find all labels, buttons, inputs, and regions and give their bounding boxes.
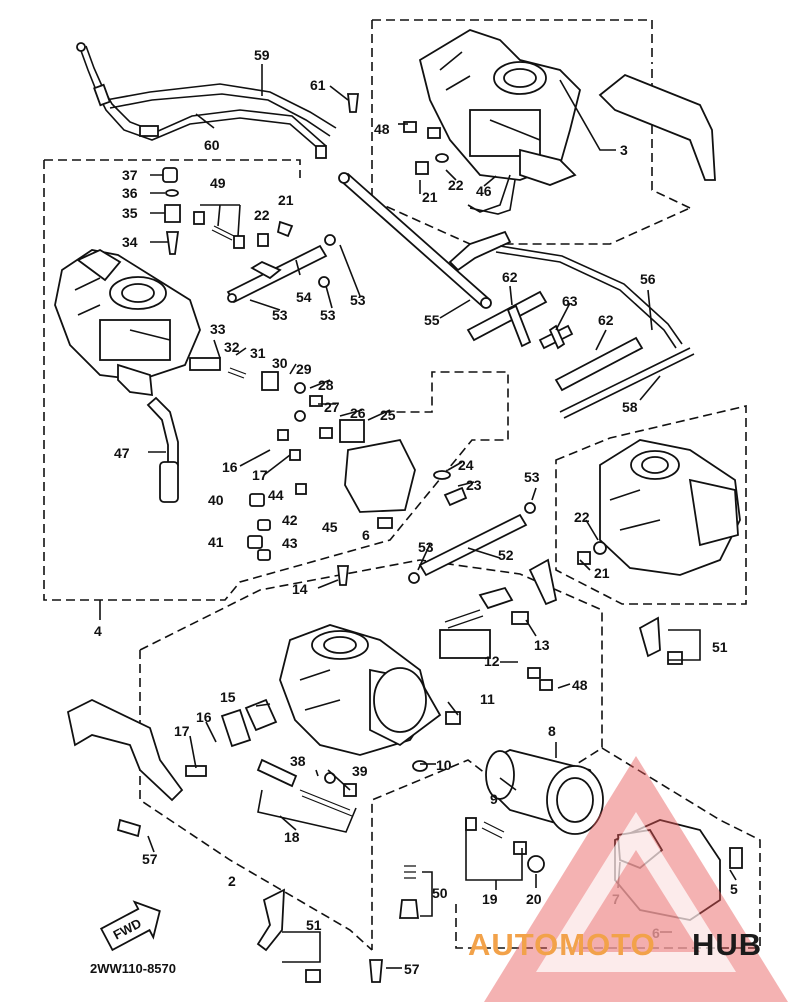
label-32: 32	[224, 339, 240, 355]
small-parts	[116, 93, 743, 983]
label-54: 54	[296, 289, 312, 305]
label-22-right: 22	[574, 509, 590, 525]
label-22-upper: 22	[448, 177, 464, 193]
label-53-a: 53	[350, 292, 366, 308]
bracket-lower-left	[66, 698, 184, 802]
label-55: 55	[424, 312, 440, 328]
bracket-3	[598, 73, 716, 181]
hose-47	[146, 396, 179, 466]
carburetor-lower-main	[279, 624, 442, 756]
watermark-text-dark: HUB	[692, 927, 762, 962]
label-46: 46	[476, 183, 492, 199]
carburetor-left	[54, 248, 201, 397]
label-45: 45	[322, 519, 338, 535]
label-9: 9	[490, 791, 498, 807]
label-28: 28	[318, 377, 334, 393]
label-24: 24	[458, 457, 474, 473]
label-17-left: 17	[252, 467, 268, 483]
label-40: 40	[208, 492, 224, 508]
label-51-right: 51	[712, 639, 728, 655]
label-51-lower: 51	[306, 917, 322, 933]
label-33: 33	[210, 321, 226, 337]
label-22-left: 22	[254, 207, 270, 223]
label-38: 38	[290, 753, 306, 769]
label-15: 15	[220, 689, 236, 705]
label-8: 8	[548, 723, 556, 739]
label-14: 14	[292, 581, 308, 597]
rods	[226, 172, 695, 577]
label-52: 52	[498, 547, 514, 563]
carburetor-lower-right	[599, 439, 741, 576]
label-41: 41	[208, 534, 224, 550]
watermark-text-color: AUTOMOTO	[468, 927, 656, 962]
label-56: 56	[640, 271, 656, 287]
label-53-d: 53	[524, 469, 540, 485]
label-39: 39	[352, 763, 368, 779]
label-43: 43	[282, 535, 298, 551]
label-16-lower: 16	[196, 709, 212, 725]
label-21-left: 21	[278, 192, 294, 208]
group-right-boundary	[555, 404, 747, 605]
label-48-upper: 48	[374, 121, 390, 137]
label-47: 47	[114, 445, 130, 461]
label-27: 27	[324, 399, 340, 415]
label-58: 58	[622, 399, 638, 415]
group-4-boundary	[43, 159, 509, 601]
watermark-logo	[484, 756, 788, 1002]
label-61: 61	[310, 77, 326, 93]
label-62-a: 62	[502, 269, 518, 285]
label-17-lower: 17	[174, 723, 190, 739]
label-26: 26	[350, 405, 366, 421]
drawing-code: 2WW110-8570	[90, 961, 176, 976]
label-63: 63	[562, 293, 578, 309]
label-57-lower: 57	[404, 961, 420, 977]
fwd-arrow: FWD	[99, 900, 161, 952]
label-36: 36	[122, 185, 138, 201]
leader-lines	[99, 64, 737, 969]
label-10: 10	[436, 757, 452, 773]
label-50: 50	[432, 885, 448, 901]
label-21-right: 21	[594, 565, 610, 581]
label-19: 19	[482, 891, 498, 907]
chamber-8-9	[485, 749, 604, 835]
hose-47b	[159, 461, 179, 503]
label-25: 25	[380, 407, 396, 423]
label-4: 4	[94, 623, 102, 639]
throttle-cables	[76, 42, 337, 159]
label-35: 35	[122, 205, 138, 221]
label-53-e: 53	[418, 539, 434, 555]
label-57-left: 57	[142, 851, 158, 867]
label-5: 5	[730, 881, 738, 897]
label-42: 42	[282, 512, 298, 528]
label-2: 2	[228, 873, 236, 889]
label-49: 49	[210, 175, 226, 191]
label-53-c: 53	[272, 307, 288, 323]
label-48-lower: 48	[572, 677, 588, 693]
label-16-left: 16	[222, 459, 238, 475]
carburetor-upper-right	[418, 29, 581, 213]
label-3: 3	[620, 142, 628, 158]
label-21-upper: 21	[422, 189, 438, 205]
label-44: 44	[268, 487, 284, 503]
label-53-b: 53	[320, 307, 336, 323]
label-37: 37	[122, 167, 138, 183]
label-60: 60	[204, 137, 220, 153]
label-30: 30	[272, 355, 288, 371]
label-18: 18	[284, 829, 300, 845]
label-6-mid: 6	[362, 527, 370, 543]
group-right-lower-boundary	[455, 747, 761, 949]
watermark-triangle-inner	[536, 812, 736, 972]
label-11: 11	[480, 691, 495, 707]
label-29: 29	[296, 361, 312, 377]
label-31: 31	[250, 345, 266, 361]
label-20: 20	[526, 891, 542, 907]
label-12: 12	[484, 653, 500, 669]
label-59: 59	[254, 47, 270, 63]
label-62-b: 62	[598, 312, 614, 328]
label-34: 34	[122, 234, 138, 250]
label-13: 13	[534, 637, 550, 653]
label-23: 23	[466, 477, 482, 493]
